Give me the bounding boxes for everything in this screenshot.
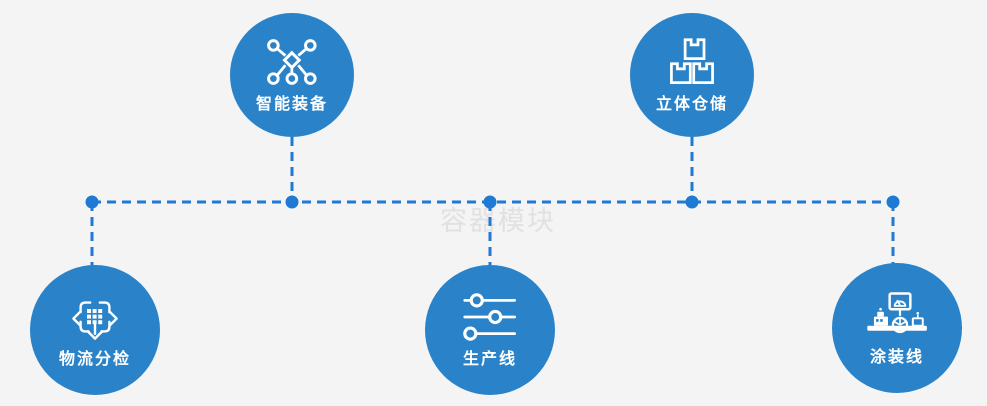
network-nodes-icon	[266, 38, 318, 86]
node-production-line: 生产线	[425, 265, 555, 395]
node-label: 涂装线	[869, 348, 924, 366]
junction-dot	[685, 195, 699, 209]
junction-dot	[285, 195, 299, 209]
junction-dot	[85, 195, 99, 209]
node-logistics-sorting: 物流分检	[30, 265, 160, 395]
node-label: 生产线	[462, 350, 517, 368]
stacked-boxes-icon	[668, 37, 716, 86]
node-label: 物流分检	[58, 350, 131, 368]
node-label: 立体仓储	[655, 95, 728, 113]
node-smart-equipment: 智能装备	[230, 13, 354, 137]
node-coating-line: 涂装线	[832, 263, 962, 393]
sorting-arrows-icon	[71, 293, 119, 341]
watermark-text: 容器模块	[440, 206, 556, 236]
sliders-icon	[462, 292, 517, 341]
junction-dot	[483, 195, 497, 209]
node-label: 智能装备	[255, 95, 328, 113]
junction-dot	[886, 195, 900, 209]
machine-station-icon	[864, 291, 930, 339]
node-warehouse: 立体仓储	[630, 13, 754, 137]
